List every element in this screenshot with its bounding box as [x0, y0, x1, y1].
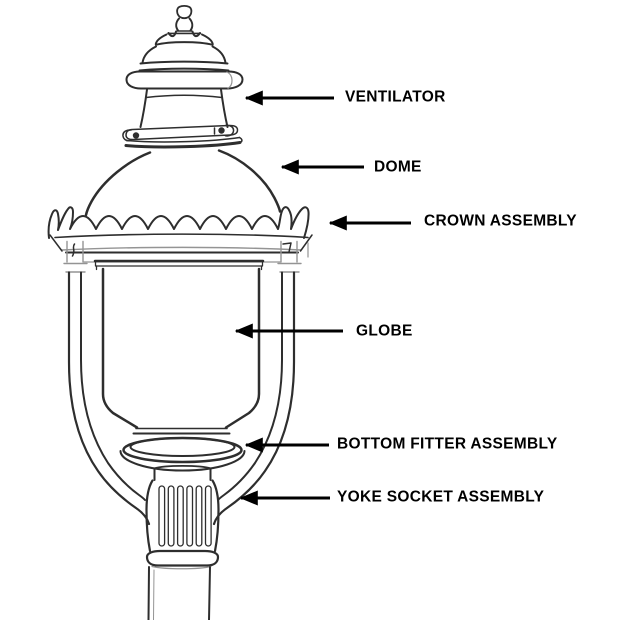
finial-drawing: [154, 5, 214, 46]
right-bolt: [218, 127, 225, 134]
label-crown-assembly: CROWN ASSEMBLY: [424, 212, 577, 230]
post-drawing: [147, 566, 211, 620]
crown-drawing: [47, 206, 313, 252]
label-dome: DOME: [374, 158, 422, 176]
label-bottom-fitter: BOTTOM FITTER ASSEMBLY: [337, 435, 558, 453]
dome-drawing: [84, 149, 282, 217]
globe-drawing: [93, 259, 265, 435]
bottom-fitter-drawing: [119, 436, 246, 472]
yoke-drawing: [67, 271, 296, 526]
label-yoke-socket: YOKE SOCKET ASSEMBLY: [337, 488, 545, 506]
cage-frame-drawing: [63, 240, 309, 273]
callout-arrows: [234, 90, 411, 506]
left-bolt: [132, 132, 140, 139]
socket-drawing: [145, 464, 220, 570]
label-ventilator: VENTILATOR: [345, 88, 446, 106]
ventilator-drawing: [122, 45, 244, 149]
label-globe: GLOBE: [356, 322, 413, 340]
